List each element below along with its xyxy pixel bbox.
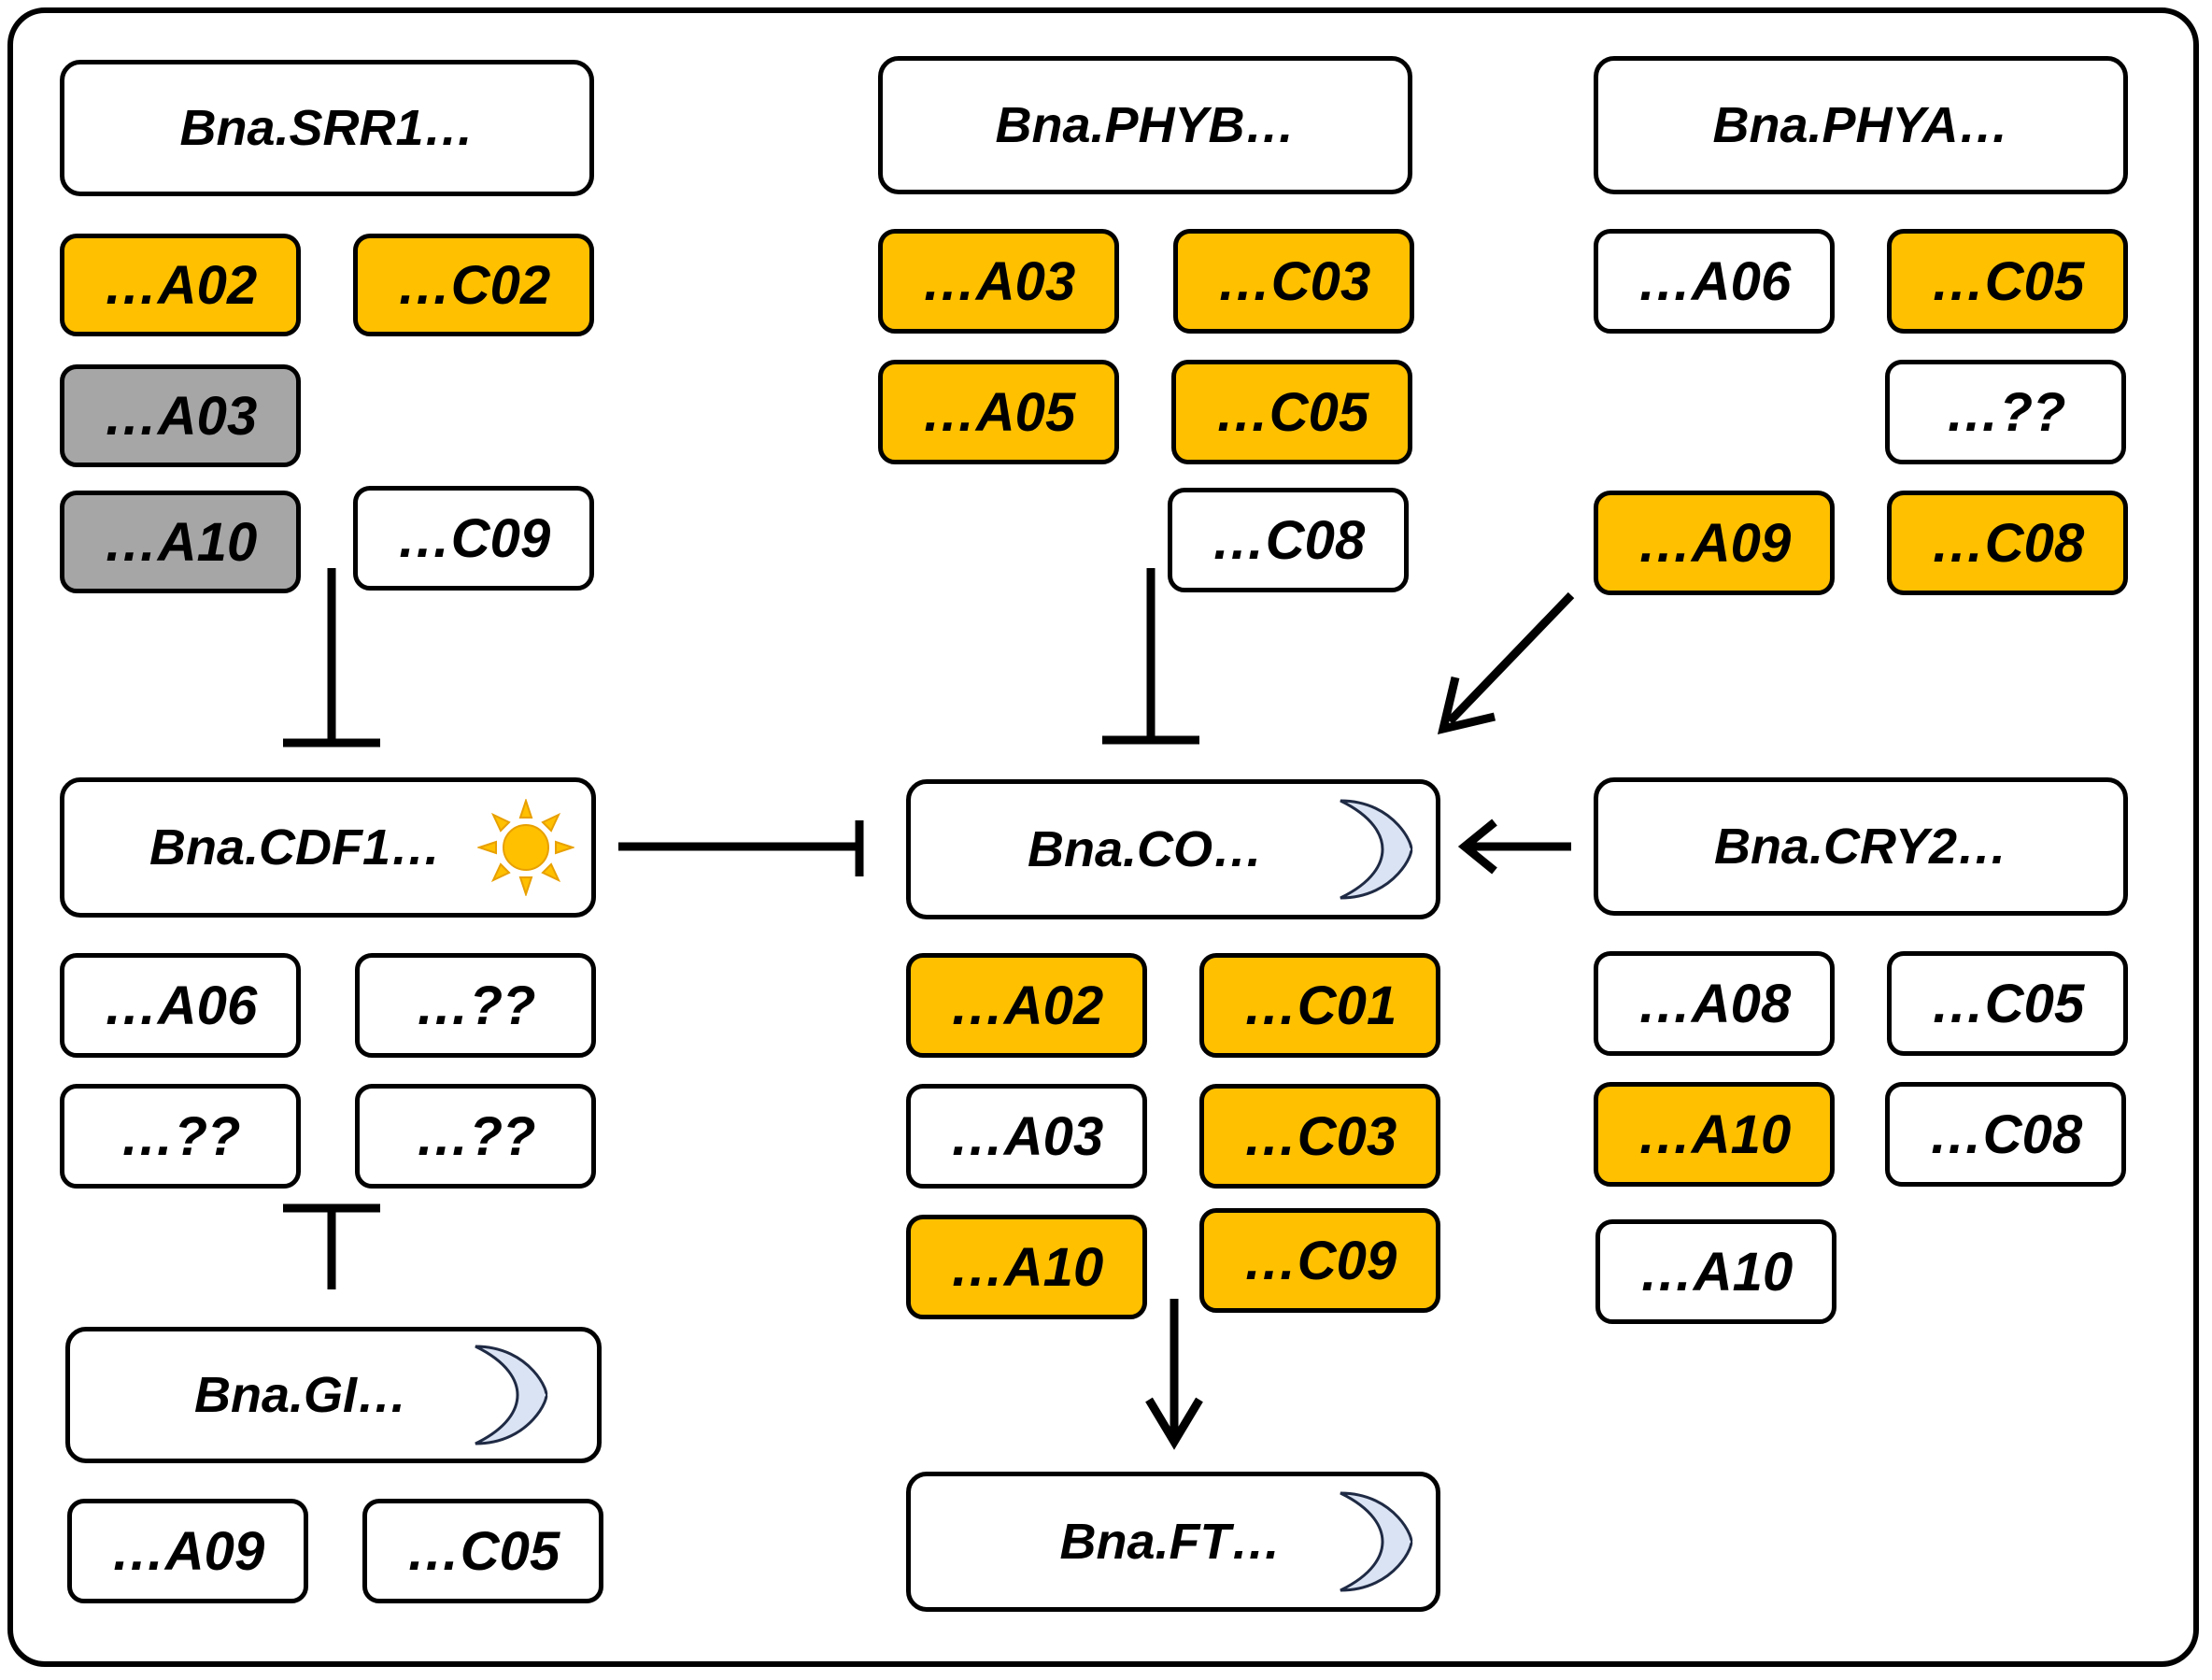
cdf1-copy-unknown-3: …??: [355, 1084, 596, 1189]
cdf1-label: Bna.CDF1…: [149, 819, 442, 876]
srr1-inhibits-cdf1-edge: [283, 568, 380, 747]
srr1-copy-c09: …C09: [353, 486, 594, 591]
co-copy-c03: …C03: [1199, 1084, 1440, 1189]
gi-inhibits-cdf1-edge: [283, 1203, 380, 1289]
co-copy-c01: …C01: [1199, 953, 1440, 1058]
phyb-copy-a05: …A05: [878, 360, 1119, 464]
cry2-copy-a10-2: …A10: [1595, 1219, 1836, 1324]
co-activates-ft-edge: [1145, 1299, 1203, 1450]
co-copy-a03: …A03: [906, 1084, 1147, 1189]
co-copy-a10: …A10: [906, 1215, 1147, 1319]
cry2-copy-a08: …A08: [1594, 951, 1835, 1056]
phyb-copy-c03: …C03: [1173, 229, 1414, 334]
phya-activates-co-edge: [1437, 591, 1575, 735]
moon-icon: [475, 1345, 548, 1445]
cdf1-copy-unknown-2: …??: [60, 1084, 301, 1189]
gi-label: Bna.GI…: [193, 1367, 408, 1423]
phya-copy-c08: …C08: [1887, 491, 2128, 595]
moon-icon: [1340, 799, 1413, 900]
cry2-label: Bna.CRY2…: [1713, 819, 2008, 875]
phyb-copy-c05: …C05: [1171, 360, 1412, 464]
phyb-inhibits-co-edge: [1102, 568, 1199, 745]
co-gene-box: Bna.CO…: [906, 779, 1440, 919]
phya-copy-a06: …A06: [1594, 229, 1835, 334]
srr1-copy-c02: …C02: [353, 234, 594, 336]
gi-copy-c05: …C05: [362, 1499, 603, 1603]
cry2-copy-a10: …A10: [1594, 1082, 1835, 1187]
ft-gene-box: Bna.FT…: [906, 1472, 1440, 1612]
phya-label: Bna.PHYA…: [1712, 97, 2009, 153]
moon-icon: [1340, 1491, 1413, 1592]
co-copy-a02: …A02: [906, 953, 1147, 1058]
co-label: Bna.CO…: [1027, 821, 1264, 877]
cdf1-gene-box: Bna.CDF1…: [60, 777, 596, 918]
co-copy-c09: …C09: [1199, 1208, 1440, 1313]
srr1-copy-a03: …A03: [60, 364, 301, 467]
phyb-copy-a03: …A03: [878, 229, 1119, 334]
cry2-copy-c05: …C05: [1887, 951, 2128, 1056]
phyb-label: Bna.PHYB…: [995, 97, 1296, 153]
phya-copy-a09: …A09: [1594, 491, 1835, 595]
srr1-gene-box: Bna.SRR1…: [60, 60, 594, 196]
cry2-copy-c08: …C08: [1885, 1082, 2126, 1187]
phya-gene-box: Bna.PHYA…: [1594, 56, 2128, 194]
srr1-copy-a10: …A10: [60, 491, 301, 593]
cdf1-inhibits-co-edge: [618, 820, 864, 876]
phya-copy-unknown: …??: [1885, 360, 2126, 464]
phya-copy-c05: …C05: [1887, 229, 2128, 334]
cdf1-copy-a06: …A06: [60, 953, 301, 1058]
sun-icon: [477, 799, 574, 896]
phyb-copy-c08: …C08: [1168, 488, 1409, 592]
phyb-gene-box: Bna.PHYB…: [878, 56, 1412, 194]
ft-label: Bna.FT…: [1059, 1514, 1282, 1570]
gi-gene-box: Bna.GI…: [65, 1327, 602, 1463]
cry2-activates-co-edge: [1457, 819, 1571, 875]
cry2-gene-box: Bna.CRY2…: [1594, 777, 2128, 916]
srr1-label: Bna.SRR1…: [179, 100, 475, 156]
cdf1-copy-unknown-1: …??: [355, 953, 596, 1058]
gi-copy-a09: …A09: [67, 1499, 308, 1603]
srr1-copy-a02: …A02: [60, 234, 301, 336]
